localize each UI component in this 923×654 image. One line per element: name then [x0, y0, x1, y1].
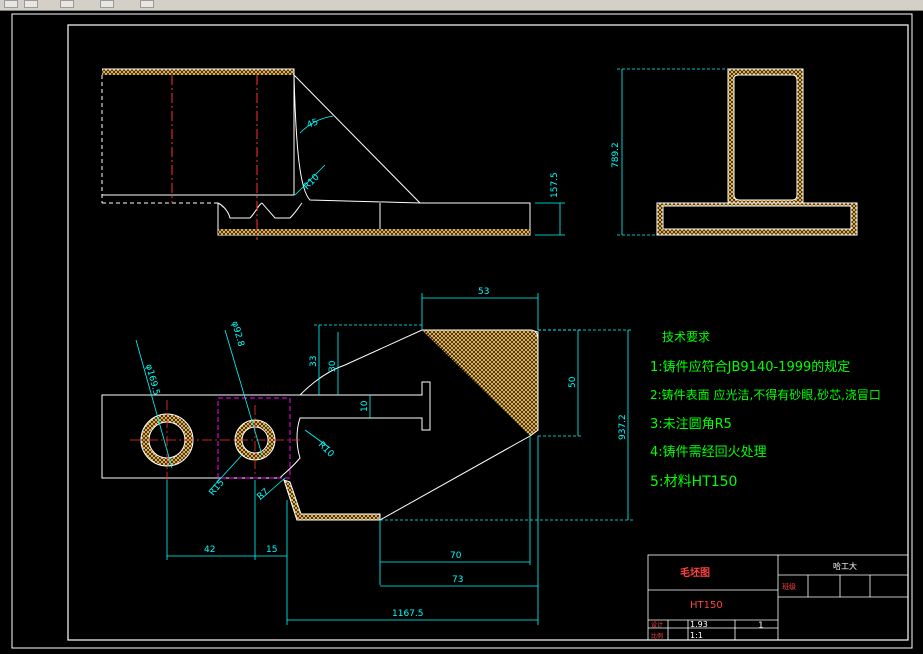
front-top-hatch	[102, 69, 294, 75]
dim-r7: R7	[256, 487, 272, 502]
dim-15: 15	[266, 545, 277, 555]
technical-notes: 技术要求 1:铸件应符合JB9140-1999的规定 2:铸件表面 应光洁,不得…	[650, 330, 881, 490]
dim-dia92-8: φ92.8	[229, 320, 245, 348]
sheet-outer-border	[11, 13, 913, 649]
dim-73: 73	[452, 575, 463, 585]
dim-45-arc	[299, 115, 334, 134]
dim-r10-plan-leader	[304, 429, 331, 449]
side-upright-inner	[733, 74, 798, 201]
dim-70: 70	[450, 551, 462, 561]
sheet-inner-border	[67, 24, 909, 641]
title-right-title: 哈工大	[833, 561, 857, 571]
dim-30: 30	[328, 360, 338, 372]
dim-157-5: 157.5	[550, 172, 560, 198]
toolbar-button[interactable]	[60, 0, 74, 8]
plan-bottom-hatch	[283, 479, 381, 521]
front-base-hatch	[218, 229, 530, 235]
toolbar-button[interactable]	[140, 0, 154, 8]
front-base-fillet-2	[261, 202, 303, 219]
side-base-inner	[662, 205, 852, 230]
front-base-fillet	[217, 202, 263, 219]
dim-r10-plan: R10	[316, 440, 336, 460]
front-body-outline	[102, 68, 295, 196]
dim-dia169-5: φ169.5	[143, 363, 161, 396]
title-count-value: 1	[758, 621, 764, 631]
dim-dia169-leader	[135, 339, 173, 469]
side-view	[656, 68, 858, 236]
toolbar-button[interactable]	[24, 0, 38, 8]
dim-dia92-leader	[224, 329, 263, 456]
dim-42: 42	[204, 545, 215, 555]
title-right-sub: 班级	[782, 582, 796, 591]
dim-10: 10	[360, 400, 370, 412]
dim-53: 53	[478, 287, 489, 297]
plan-body-outline	[101, 381, 431, 479]
front-rib-fillet	[293, 74, 421, 204]
note-item-4: 4:铸件需经回火处理	[650, 444, 767, 460]
note-item-5: 5:材料HT150	[650, 474, 737, 490]
title-scale-value: 1:1	[690, 631, 703, 640]
notes-title: 技术要求	[662, 330, 710, 344]
plan-centerlines	[130, 400, 300, 480]
dim-r15: R15	[208, 478, 227, 498]
dim-r7-leader	[259, 477, 286, 501]
note-item-3: 3:未注圆角R5	[650, 417, 732, 432]
toolbar-button[interactable]	[4, 0, 18, 8]
dim-33: 33	[309, 356, 319, 367]
note-item-1: 1:铸件应符合JB9140-1999的规定	[650, 359, 850, 375]
toolbar-button[interactable]	[100, 0, 114, 8]
title-drawing-name: 毛坯图	[680, 566, 710, 579]
dim-45: 45	[306, 118, 320, 131]
plan-flange-hatch	[422, 329, 539, 437]
note-item-2: 2:铸件表面 应光洁,不得有砂眼,砂芯,浇冒口	[650, 387, 881, 402]
plan-hidden-pocket	[217, 397, 291, 479]
title-sheet-value: 1.93	[690, 620, 708, 629]
toolbar-strip	[0, 0, 923, 11]
dim-789-2: 789.2	[611, 142, 621, 168]
title-block	[647, 554, 909, 641]
dim-r10-leader	[294, 164, 326, 196]
dim-r15-leader	[209, 454, 243, 491]
title-material: HT150	[690, 600, 723, 611]
front-rib-line	[293, 74, 421, 204]
dim-937-2: 937.2	[618, 414, 628, 440]
dim-50: 50	[568, 376, 578, 388]
cad-drawing-canvas[interactable]: 45 R10 157.5 789.2	[0, 10, 923, 654]
front-view	[101, 68, 531, 236]
dim-r10-top: R10	[302, 172, 322, 192]
dim-1167-5: 1167.5	[392, 609, 424, 619]
title-small-label: 设计	[651, 621, 663, 629]
title-scale-label: 比例	[651, 632, 663, 640]
